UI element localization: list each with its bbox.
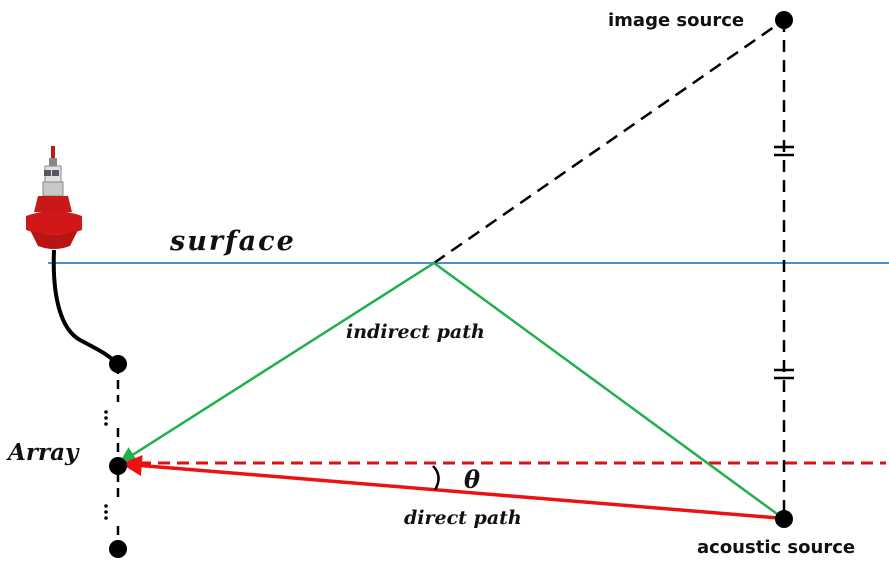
array-top-node (109, 355, 127, 373)
indirect-path-label: indirect path (346, 321, 485, 343)
mooring-cable (51, 249, 120, 367)
direct-path-line (120, 455, 779, 520)
theta-angle-arc (432, 465, 440, 491)
array-label: Array (6, 439, 80, 466)
direct-path-label: direct path (404, 507, 522, 529)
indirect-path-line (118, 261, 785, 521)
acoustic-source-label: acoustic source (697, 537, 855, 558)
array-line (104, 365, 120, 548)
array-receiver-node (109, 457, 127, 475)
array-bottom-node (109, 540, 127, 558)
image-source-label: image source (608, 10, 744, 31)
image-ray-line (433, 18, 785, 265)
image-source-node (775, 11, 793, 29)
equal-length-ticks (774, 145, 794, 380)
buoy-icon (26, 146, 82, 249)
theta-label: θ (464, 465, 480, 494)
surface-label: surface (169, 226, 296, 257)
acoustic-source-node (775, 510, 793, 528)
